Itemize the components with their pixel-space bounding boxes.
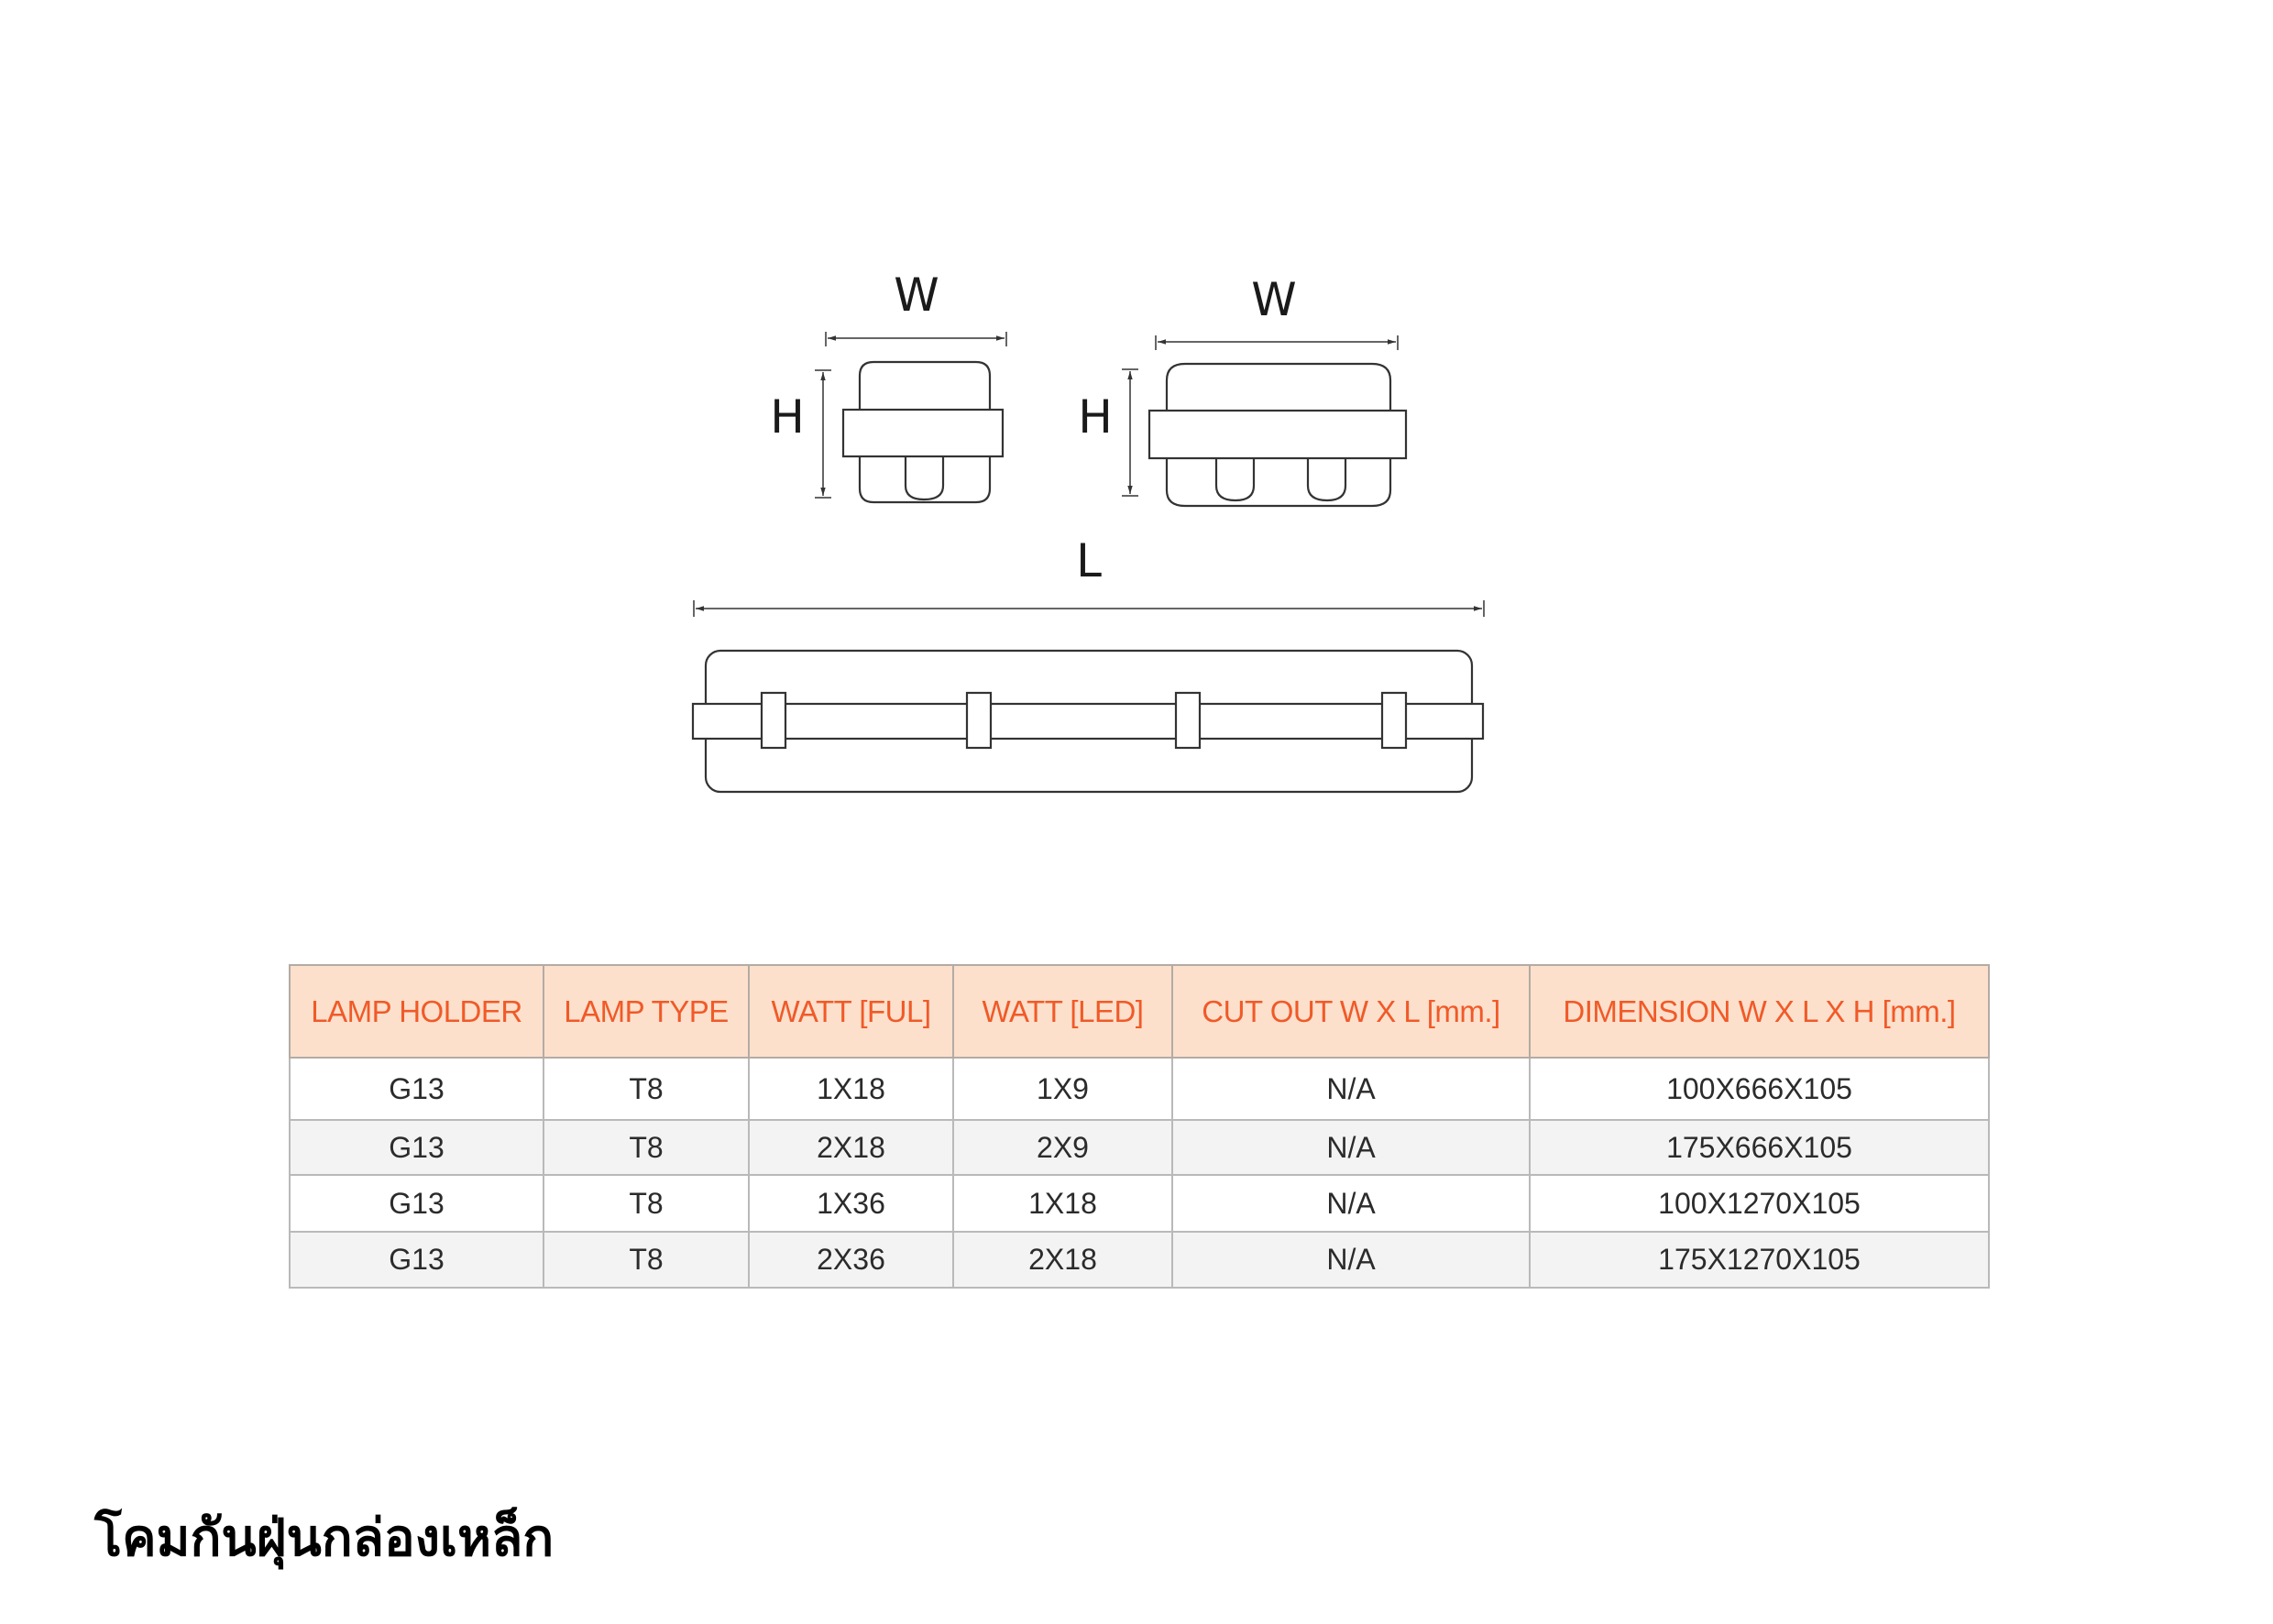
table-header-row: LAMP HOLDER LAMP TYPE WATT [FUL] WATT [L…	[289, 964, 1990, 1059]
cell-lamp-holder: G13	[289, 1231, 544, 1289]
table-row: G13 T8 1X36 1X18 N/A 100X1270X105	[289, 1174, 1990, 1233]
single-lamp-section-drawing	[815, 332, 1007, 504]
cell-watt-ful: 1X18	[748, 1057, 954, 1121]
cell-cut-out: N/A	[1171, 1057, 1531, 1121]
side-view-drawing	[691, 600, 1485, 794]
spec-table: LAMP HOLDER LAMP TYPE WATT [FUL] WATT [L…	[289, 964, 1990, 1289]
cell-cut-out: N/A	[1171, 1174, 1531, 1233]
cell-cut-out: N/A	[1171, 1119, 1531, 1176]
table-row: G13 T8 2X18 2X9 N/A 175X666X105	[289, 1119, 1990, 1176]
double-height-label: H	[1078, 390, 1113, 444]
cell-watt-led: 1X9	[952, 1057, 1173, 1121]
double-lamp-section-drawing	[1122, 335, 1408, 508]
product-title: โคมกันฝุ่นกล่องเหล็ก	[94, 1509, 555, 1568]
double-width-label: W	[1251, 273, 1297, 326]
technical-drawing	[691, 332, 1485, 794]
table-row: G13 T8 1X18 1X9 N/A 100X666X105	[289, 1057, 1990, 1121]
cell-lamp-holder: G13	[289, 1119, 544, 1176]
cell-lamp-type: T8	[543, 1231, 750, 1289]
cell-watt-led: 2X9	[952, 1119, 1173, 1176]
cell-watt-ful: 1X36	[748, 1174, 954, 1233]
header-lamp-holder: LAMP HOLDER	[289, 964, 544, 1059]
cell-watt-led: 1X18	[952, 1174, 1173, 1233]
header-watt-ful: WATT [FUL]	[748, 964, 954, 1059]
cell-watt-ful: 2X36	[748, 1231, 954, 1289]
header-lamp-type: LAMP TYPE	[543, 964, 750, 1059]
cell-lamp-type: T8	[543, 1119, 750, 1176]
cell-cut-out: N/A	[1171, 1231, 1531, 1289]
header-dimension: DIMENSION W X L X H [mm.]	[1529, 964, 1990, 1059]
single-height-label: H	[770, 390, 805, 444]
cell-dimension: 100X1270X105	[1529, 1174, 1990, 1233]
single-width-label: W	[894, 269, 939, 322]
cell-dimension: 100X666X105	[1529, 1057, 1990, 1121]
length-label: L	[1076, 534, 1102, 587]
cell-dimension: 175X666X105	[1529, 1119, 1990, 1176]
cell-lamp-type: T8	[543, 1057, 750, 1121]
header-watt-led: WATT [LED]	[952, 964, 1173, 1059]
cell-lamp-type: T8	[543, 1174, 750, 1233]
cell-lamp-holder: G13	[289, 1057, 544, 1121]
cell-lamp-holder: G13	[289, 1174, 544, 1233]
cell-watt-led: 2X18	[952, 1231, 1173, 1289]
cell-watt-ful: 2X18	[748, 1119, 954, 1176]
table-row: G13 T8 2X36 2X18 N/A 175X1270X105	[289, 1231, 1990, 1289]
cell-dimension: 175X1270X105	[1529, 1231, 1990, 1289]
header-cut-out: CUT OUT W X L [mm.]	[1171, 964, 1531, 1059]
